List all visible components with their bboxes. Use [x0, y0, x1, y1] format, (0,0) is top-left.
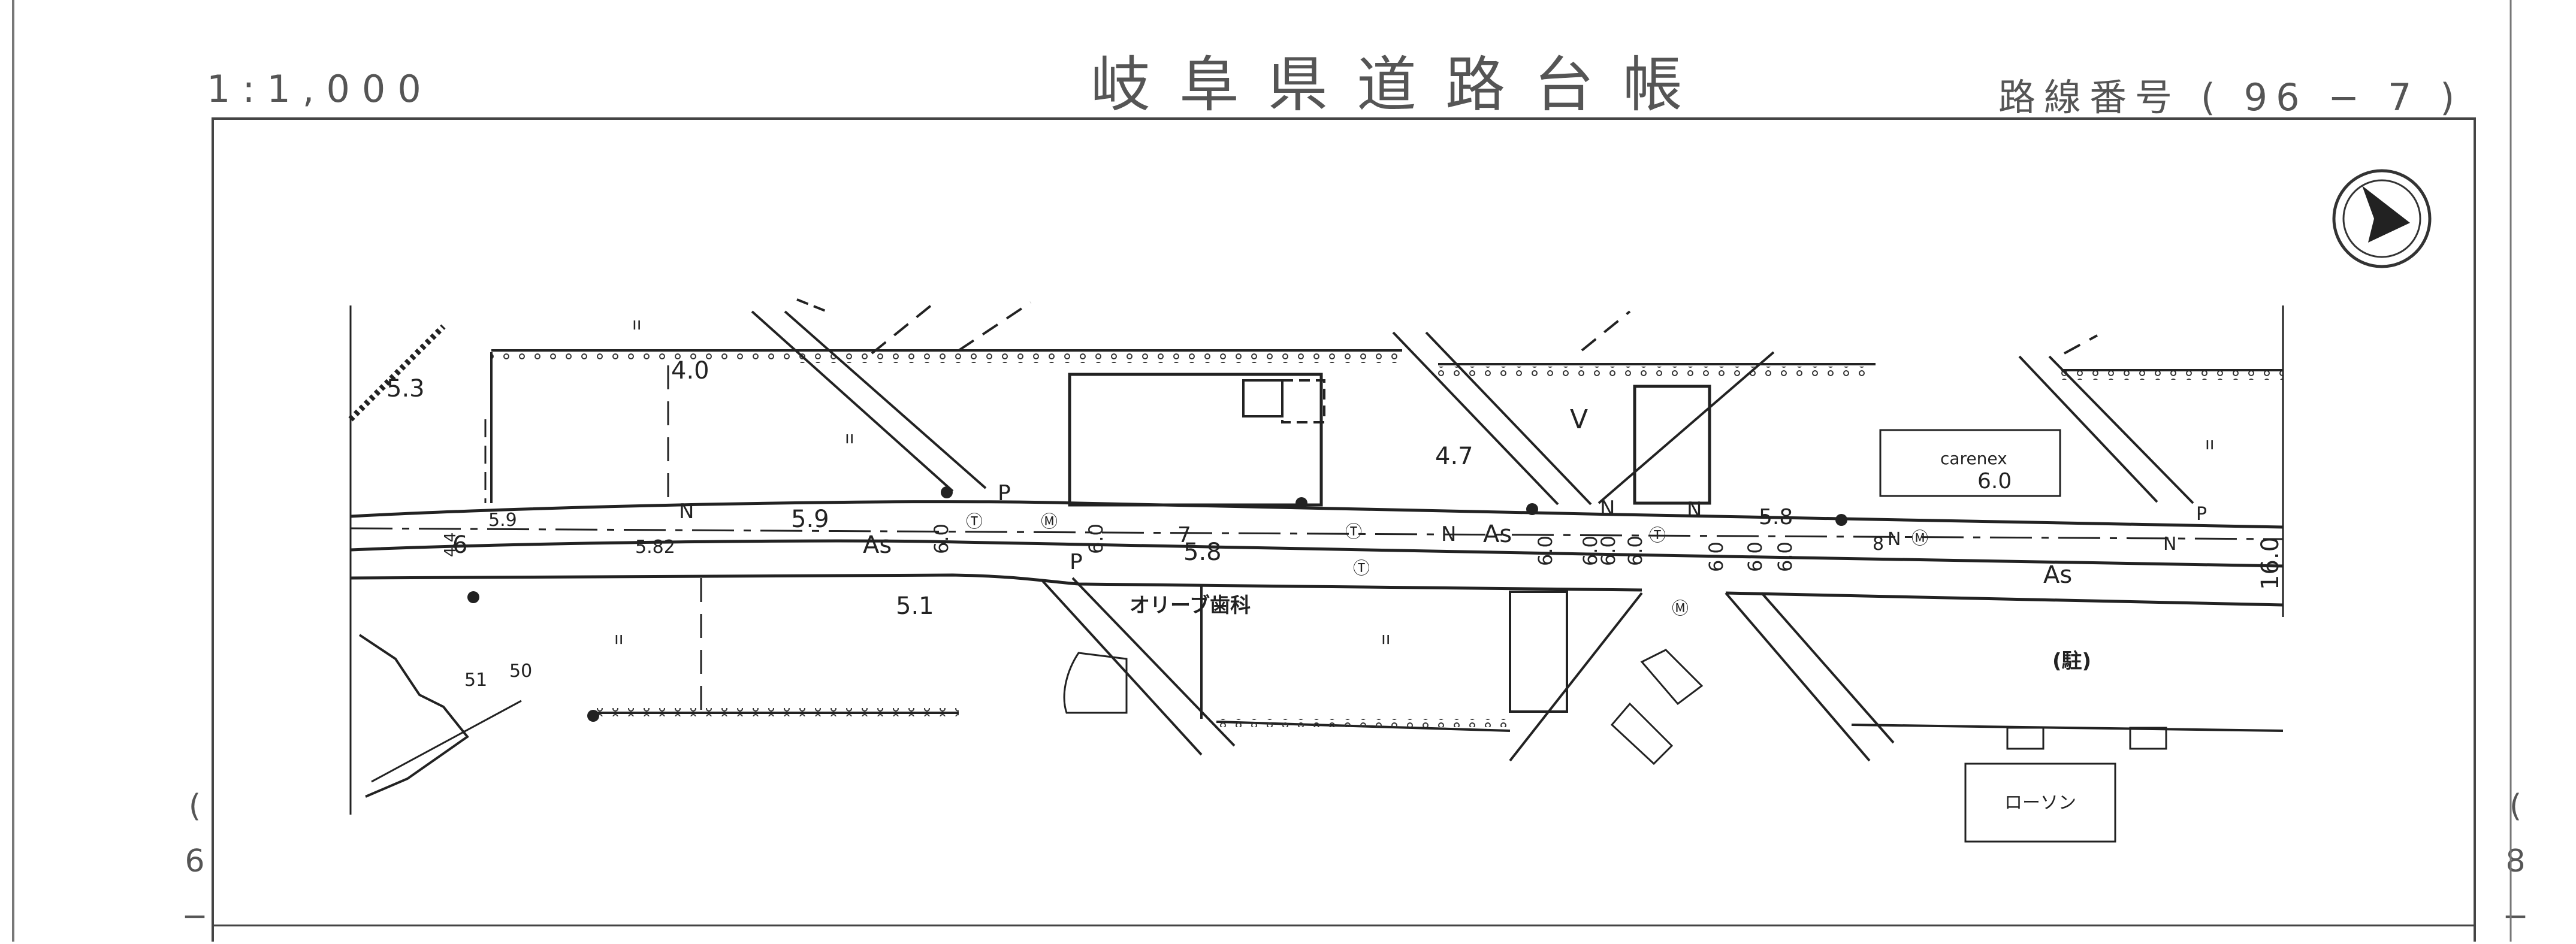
- elevation-label: 5.3: [386, 375, 425, 403]
- road-width-label: 6.0: [1774, 541, 1796, 572]
- manhole-mark: Ⓜ: [1672, 598, 1689, 618]
- road-width-label: 4.4: [442, 532, 460, 557]
- manhole-mark: Ⓜ: [1911, 528, 1928, 548]
- elevation-label: 51: [464, 670, 487, 691]
- road-width-label: 6.0: [1085, 524, 1107, 554]
- map-frame: [212, 117, 2476, 942]
- cross-roads: [751, 298, 2194, 766]
- elevation-label: 5.1: [896, 592, 934, 620]
- north-mark: N: [1687, 498, 1702, 522]
- route-sub-number: 7: [2387, 75, 2420, 119]
- north-mark: N: [679, 500, 694, 524]
- road-width-label: 6.0: [1597, 535, 1620, 566]
- main-road: [350, 500, 2284, 607]
- surface-label: As: [2043, 561, 2072, 589]
- route-label: 路線番号: [1998, 75, 2181, 119]
- route-dash: −: [2328, 75, 2368, 119]
- elevation-label: 50: [509, 661, 532, 682]
- route-section-number: 6: [452, 531, 467, 559]
- north-mark: N: [1888, 529, 1901, 550]
- manhole-mark: Ⓜ: [1041, 512, 1058, 531]
- map-scale: 1:1,000: [207, 67, 433, 111]
- lawson-label: ローソン: [2004, 792, 2076, 813]
- telephone-mark: Ⓣ: [1353, 558, 1370, 578]
- field-mark: V: [1570, 404, 1588, 435]
- elevation-label: 5.8: [1183, 538, 1222, 566]
- surface-label: As: [1483, 521, 1512, 548]
- telephone-mark: Ⓣ: [1649, 525, 1666, 545]
- paddy-mark: ıı: [1381, 628, 1391, 648]
- elevation-label: 5.9: [791, 506, 829, 533]
- surface-label: As: [863, 531, 892, 559]
- sheet-right-dash: −: [2502, 898, 2529, 934]
- parking-mark: P: [1070, 550, 1083, 574]
- paddy-mark: ıı: [845, 428, 854, 447]
- road-width-label: 6.0: [1534, 535, 1557, 566]
- north-mark: N: [1441, 522, 1456, 546]
- paddy-mark: ıı: [632, 314, 642, 334]
- elevation-label: 6.0: [1977, 469, 2012, 494]
- paddy-mark: ıı: [614, 628, 624, 648]
- page-title: 岐阜県道路台帳: [1091, 50, 1711, 120]
- road-width-label: 16.0: [2257, 537, 2284, 590]
- route-main-number: 96: [2243, 75, 2308, 119]
- road-width-label: 6.0: [930, 524, 953, 554]
- route-section-number: 8: [1873, 534, 1884, 555]
- olive-dental-label: オリーブ歯科: [1130, 594, 1251, 618]
- route-section-number: 7: [1177, 523, 1191, 547]
- sheet-right-open: (: [2509, 788, 2522, 824]
- lower-parcels: [348, 305, 2284, 843]
- sheet-number-right: ( 8 −: [2498, 779, 2533, 944]
- elevation-label: 5.82: [635, 537, 675, 558]
- sheet-left-number: 6: [185, 843, 205, 879]
- route-close-paren: ): [2440, 75, 2463, 119]
- road-width-label: 6.0: [1744, 541, 1766, 572]
- road-width-label: 6.0: [1624, 535, 1647, 566]
- carenex-label: carenex: [1940, 449, 2007, 468]
- road-width-label: 6.0: [1705, 541, 1728, 572]
- road-width-label: 6.0: [1579, 535, 1602, 566]
- elevation-label: 5.9: [488, 510, 517, 531]
- telephone-mark: Ⓣ: [966, 512, 983, 531]
- parking-mark: P: [2196, 504, 2207, 525]
- sheet-left-open: (: [188, 788, 201, 824]
- elevation-label: 4.0: [671, 357, 709, 385]
- north-mark: N: [2163, 534, 2176, 555]
- paddy-mark: ıı: [2205, 434, 2215, 453]
- sheet-number-left: ( 6 −: [177, 779, 213, 944]
- route-number: 路線番号 ( 96 − 7 ): [1998, 67, 2463, 121]
- sheet-right-number: 8: [2505, 843, 2526, 879]
- carenex-building: [1879, 429, 2061, 497]
- north-arrow-icon: [2332, 169, 2432, 268]
- survey-points: [467, 486, 1847, 722]
- sheet-left-dash: −: [182, 898, 208, 934]
- lawson-building: [1964, 763, 2116, 843]
- route-open-paren: (: [2200, 75, 2224, 119]
- parking-lot-label: (駐): [2052, 649, 2091, 673]
- parking-mark: P: [998, 481, 1011, 506]
- upper-parcels: [490, 349, 2283, 713]
- telephone-mark: Ⓣ: [1345, 522, 1362, 541]
- elevation-label: 4.7: [1435, 443, 1473, 470]
- north-mark: N: [1600, 497, 1615, 521]
- elevation-label: 5.8: [1759, 505, 1793, 530]
